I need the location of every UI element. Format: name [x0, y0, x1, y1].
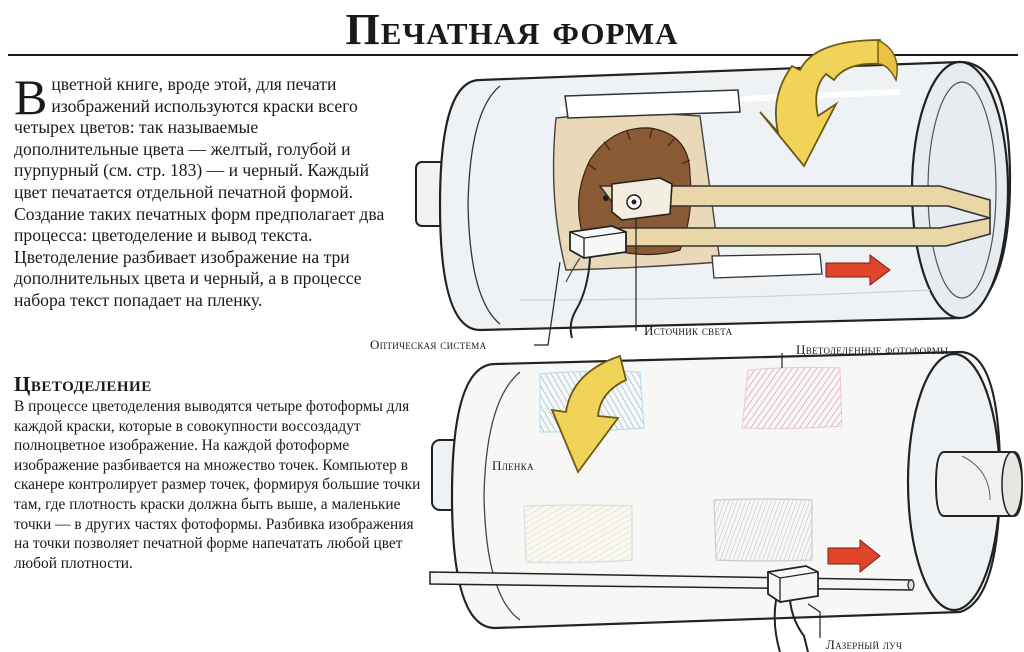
scanner-glass-cylinder — [438, 60, 1012, 332]
laser-head — [767, 565, 819, 652]
yellow-separation — [523, 504, 633, 564]
hedgehog-picture — [578, 127, 692, 256]
label-laser-beam: Лазерный луч — [826, 637, 903, 652]
laser-direction-arrow — [827, 538, 881, 574]
cyan-separation — [539, 370, 645, 433]
page-title: Печатная форма — [345, 5, 679, 54]
optical-system — [565, 225, 627, 339]
laser-rail — [429, 571, 913, 591]
scanner-drum — [415, 60, 1012, 339]
output-cylinder — [450, 350, 1002, 630]
scanned-photograph — [552, 112, 721, 271]
section-body: В процессе цветоделения выводятся четыре… — [14, 398, 421, 572]
light-source — [611, 177, 673, 221]
rotation-arrow-top — [759, 38, 898, 168]
title-rule — [8, 54, 1018, 56]
output-drum — [429, 350, 1024, 652]
film-strip-top — [564, 89, 741, 119]
scanner-frame-bottom — [619, 217, 991, 247]
rotation-arrow-bottom — [550, 354, 628, 474]
label-optical-system: Оптическая система — [370, 337, 487, 352]
label-film: Пленка — [492, 458, 534, 473]
output-left-hub — [431, 439, 477, 511]
intro-text: цветной книге, вроде этой, для печати из… — [14, 74, 385, 310]
scanner-frame-top — [598, 185, 991, 220]
leader-laser-beam — [807, 603, 821, 638]
black-separation — [713, 498, 813, 562]
leader-optical-system — [534, 261, 561, 346]
scanner-left-hub — [415, 161, 457, 227]
intro-paragraph: В цветной книге, вроде этой, для печати … — [14, 69, 386, 312]
label-light-source: Источник света — [644, 323, 733, 338]
section-heading: Цветоделение — [14, 372, 152, 396]
output-right-end — [906, 352, 1002, 612]
leader-lines — [534, 218, 821, 638]
drop-cap: В — [14, 69, 48, 125]
scanner-right-end — [910, 60, 1010, 320]
scan-direction-arrow — [825, 254, 891, 286]
magenta-separation — [741, 366, 843, 430]
label-separations: Цветоделенные фотоформы — [796, 342, 949, 357]
output-right-hub — [934, 451, 1024, 517]
